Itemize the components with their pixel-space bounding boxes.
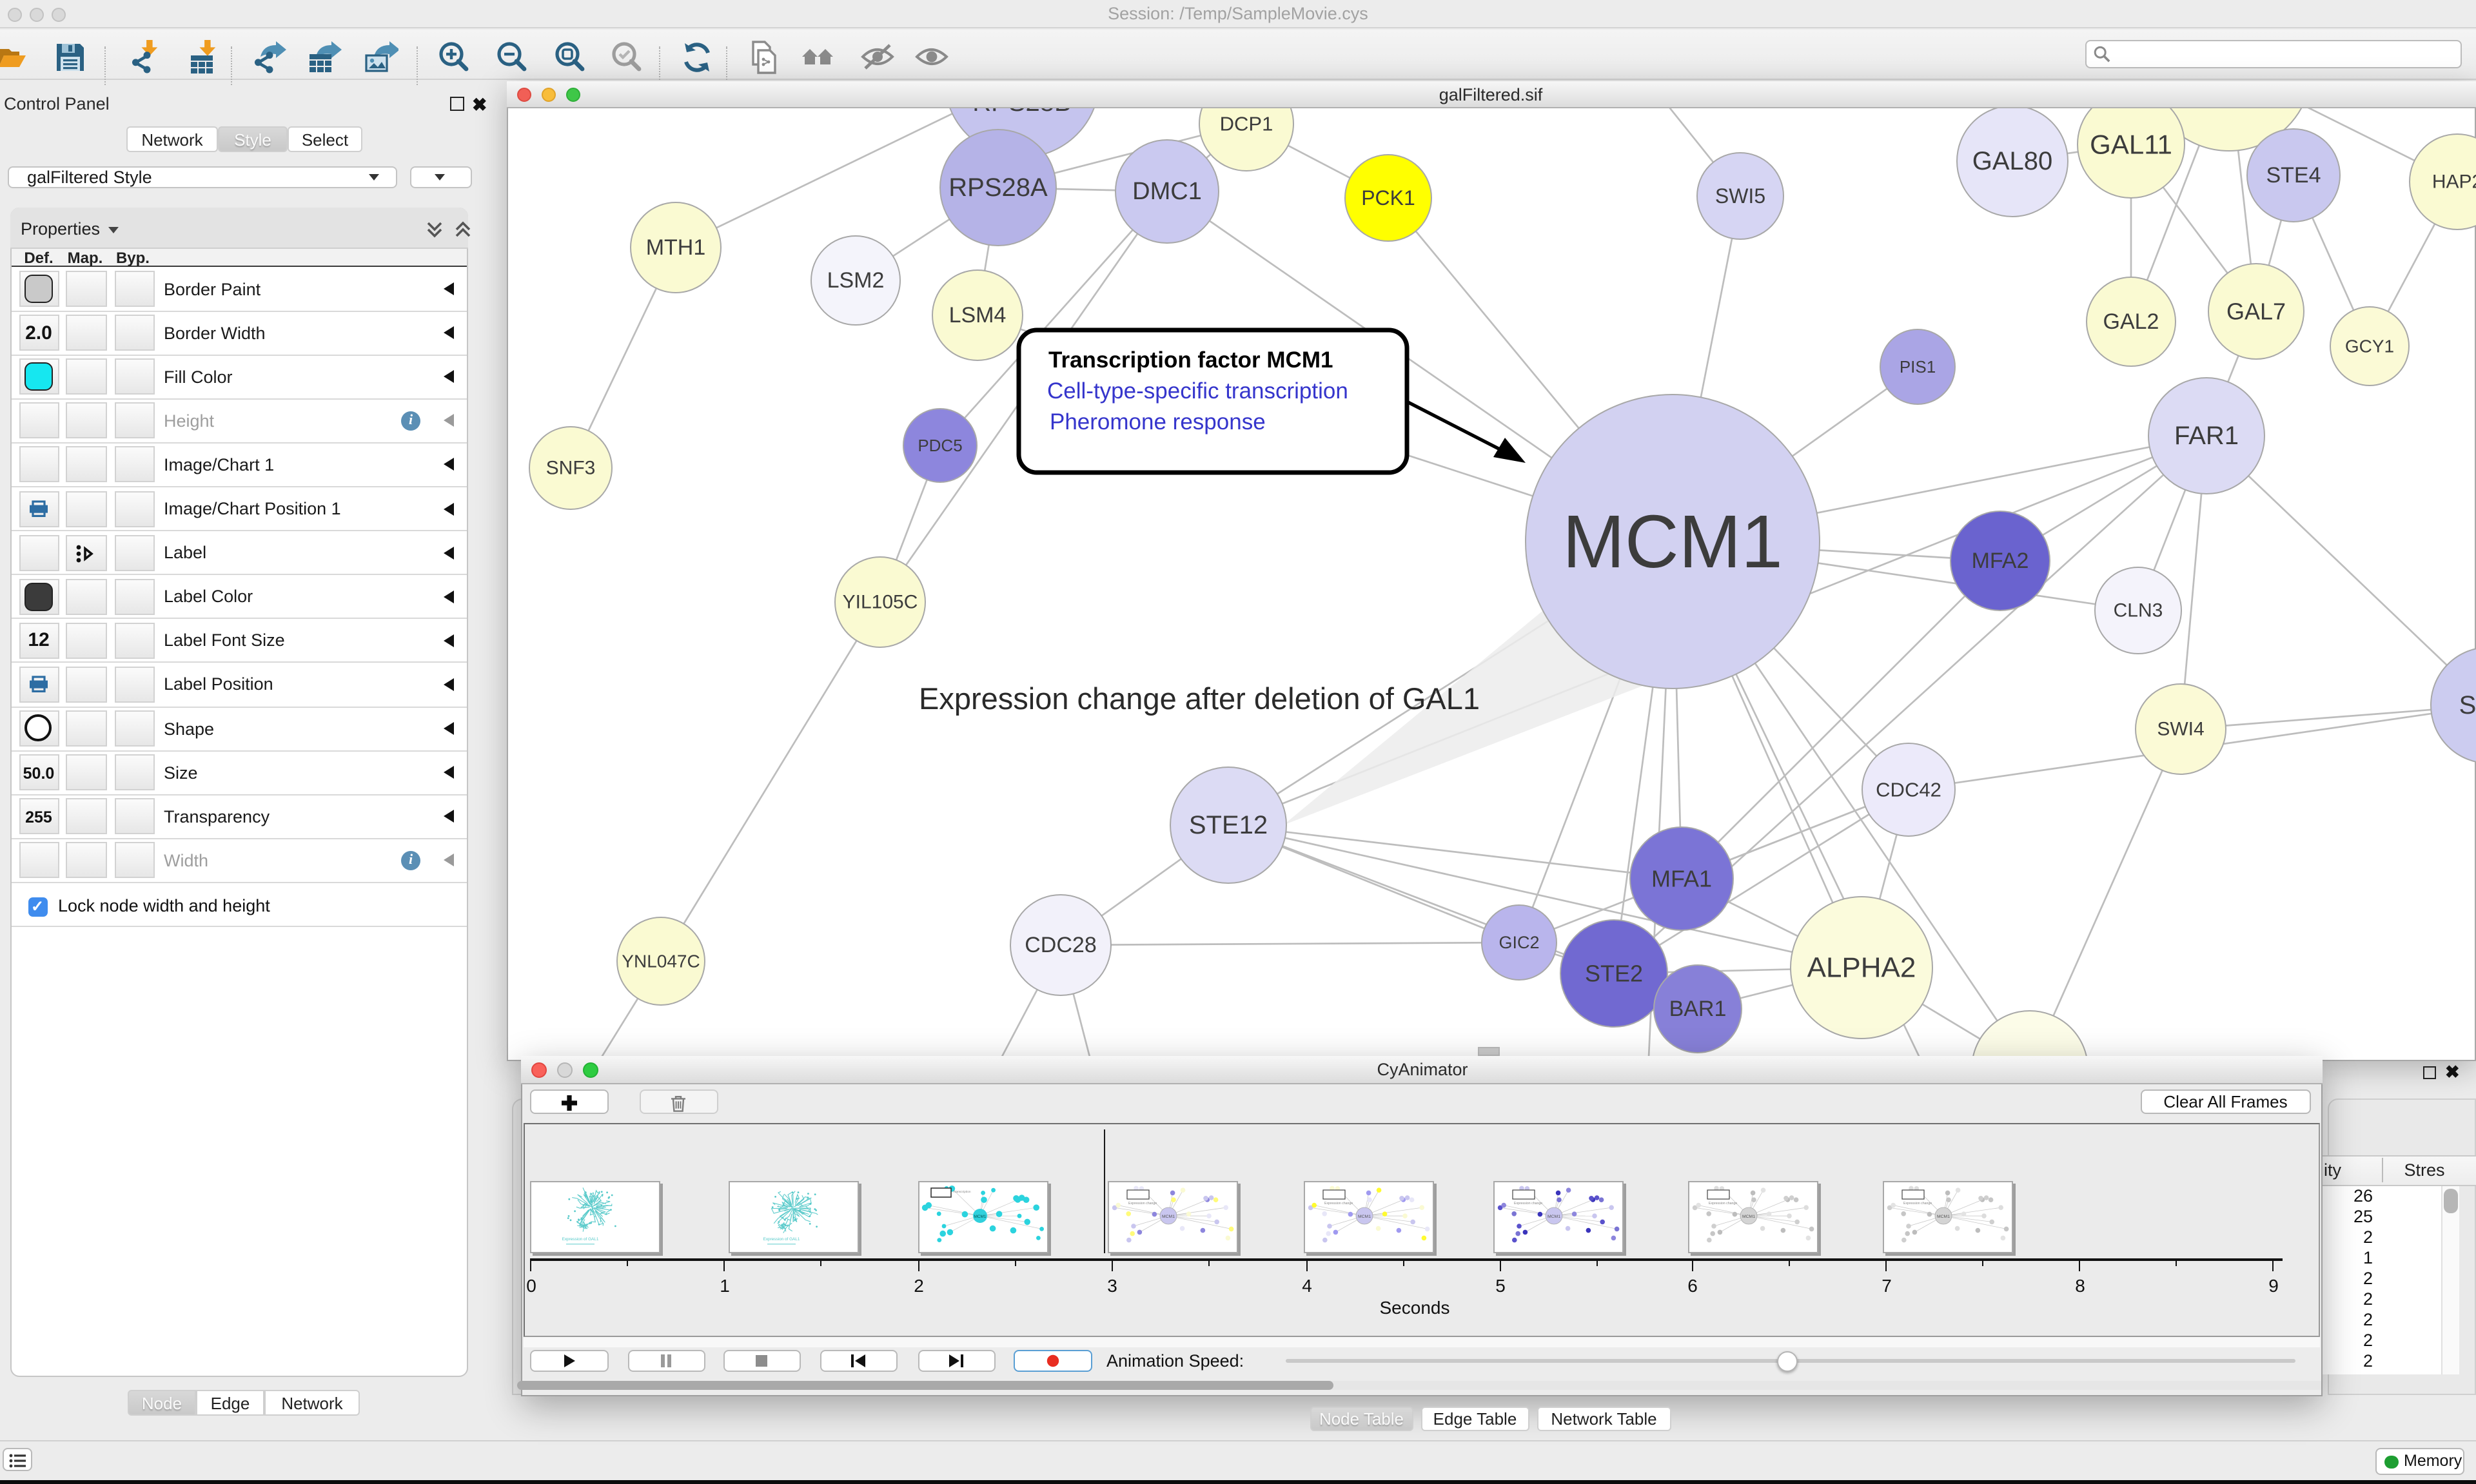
svg-text:GAL2: GAL2	[2103, 309, 2159, 334]
svg-text:MFA1: MFA1	[1651, 866, 1712, 892]
svg-text:YNL047C: YNL047C	[622, 952, 700, 971]
svg-text:DCP1: DCP1	[1220, 113, 1273, 135]
svg-text:Transcription: Transcription	[953, 1190, 971, 1194]
svg-text:SWI5: SWI5	[1715, 184, 1765, 208]
svg-text:BAR1: BAR1	[1669, 997, 1727, 1021]
svg-text:SNF3: SNF3	[546, 458, 596, 479]
svg-text:MCM1: MCM1	[1547, 1215, 1560, 1219]
svg-text:MTH1: MTH1	[646, 235, 706, 260]
svg-text:FAR1: FAR1	[2174, 422, 2239, 450]
svg-text:PCK1: PCK1	[1361, 186, 1415, 210]
svg-text:Pheromone response: Pheromone response	[1050, 409, 1266, 434]
svg-text:CLN3: CLN3	[2114, 600, 2163, 621]
svg-text:Expression change: Expression change	[1708, 1202, 1736, 1206]
svg-text:STE2: STE2	[1585, 961, 1643, 987]
svg-text:Expression change: Expression change	[1128, 1202, 1156, 1206]
svg-text:PDC5: PDC5	[918, 436, 962, 455]
svg-text:LSM4: LSM4	[949, 303, 1007, 327]
svg-text:MCM1: MCM1	[1562, 500, 1783, 583]
svg-text:MCM1: MCM1	[1358, 1215, 1371, 1219]
svg-text:MCM1: MCM1	[974, 1215, 987, 1219]
svg-text:GCY1: GCY1	[2345, 337, 2394, 356]
svg-text:Expression change: Expression change	[1513, 1202, 1542, 1206]
svg-text:Expression change: Expression change	[1324, 1202, 1353, 1206]
svg-text:RPS28A: RPS28A	[948, 173, 1048, 202]
svg-text:GAL7: GAL7	[2226, 298, 2286, 325]
svg-text:DMC1: DMC1	[1132, 178, 1202, 205]
svg-text:GAL11: GAL11	[2090, 130, 2172, 160]
svg-text:CDC28: CDC28	[1025, 933, 1096, 957]
svg-text:CDC42: CDC42	[1876, 779, 1941, 801]
svg-text:STE4: STE4	[2266, 163, 2321, 188]
svg-text:MCM1: MCM1	[1161, 1215, 1174, 1219]
svg-text:Expression change: Expression change	[1903, 1202, 1931, 1206]
svg-text:MCM1: MCM1	[1936, 1215, 1949, 1219]
svg-text:GIC2: GIC2	[1498, 933, 1539, 952]
svg-text:MCM1: MCM1	[1742, 1215, 1754, 1219]
svg-text:PIS1: PIS1	[1900, 357, 1936, 376]
svg-text:Transcription factor MCM1: Transcription factor MCM1	[1048, 347, 1333, 373]
svg-text:LSM2: LSM2	[827, 268, 885, 293]
svg-text:HAP2: HAP2	[2432, 171, 2476, 193]
svg-text:GAL80: GAL80	[1972, 147, 2053, 175]
svg-text:Expression of GAL1: Expression of GAL1	[763, 1237, 800, 1242]
svg-text:Expression of GAL1: Expression of GAL1	[562, 1237, 598, 1242]
svg-text:STE12: STE12	[1189, 811, 1268, 839]
svg-text:Expression change after deleti: Expression change after deletion of GAL1	[919, 681, 1480, 716]
svg-text:MFA2: MFA2	[1972, 549, 2029, 573]
svg-text:YIL105C: YIL105C	[843, 592, 918, 613]
svg-text:SWI4: SWI4	[2157, 719, 2204, 740]
svg-text:SLT2: SLT2	[2459, 691, 2476, 719]
svg-text:ALPHA2: ALPHA2	[1807, 952, 1916, 984]
svg-text:Cell-type-specific transcripti: Cell-type-specific transcription	[1047, 378, 1348, 404]
svg-text:RPS28B: RPS28B	[972, 108, 1071, 117]
